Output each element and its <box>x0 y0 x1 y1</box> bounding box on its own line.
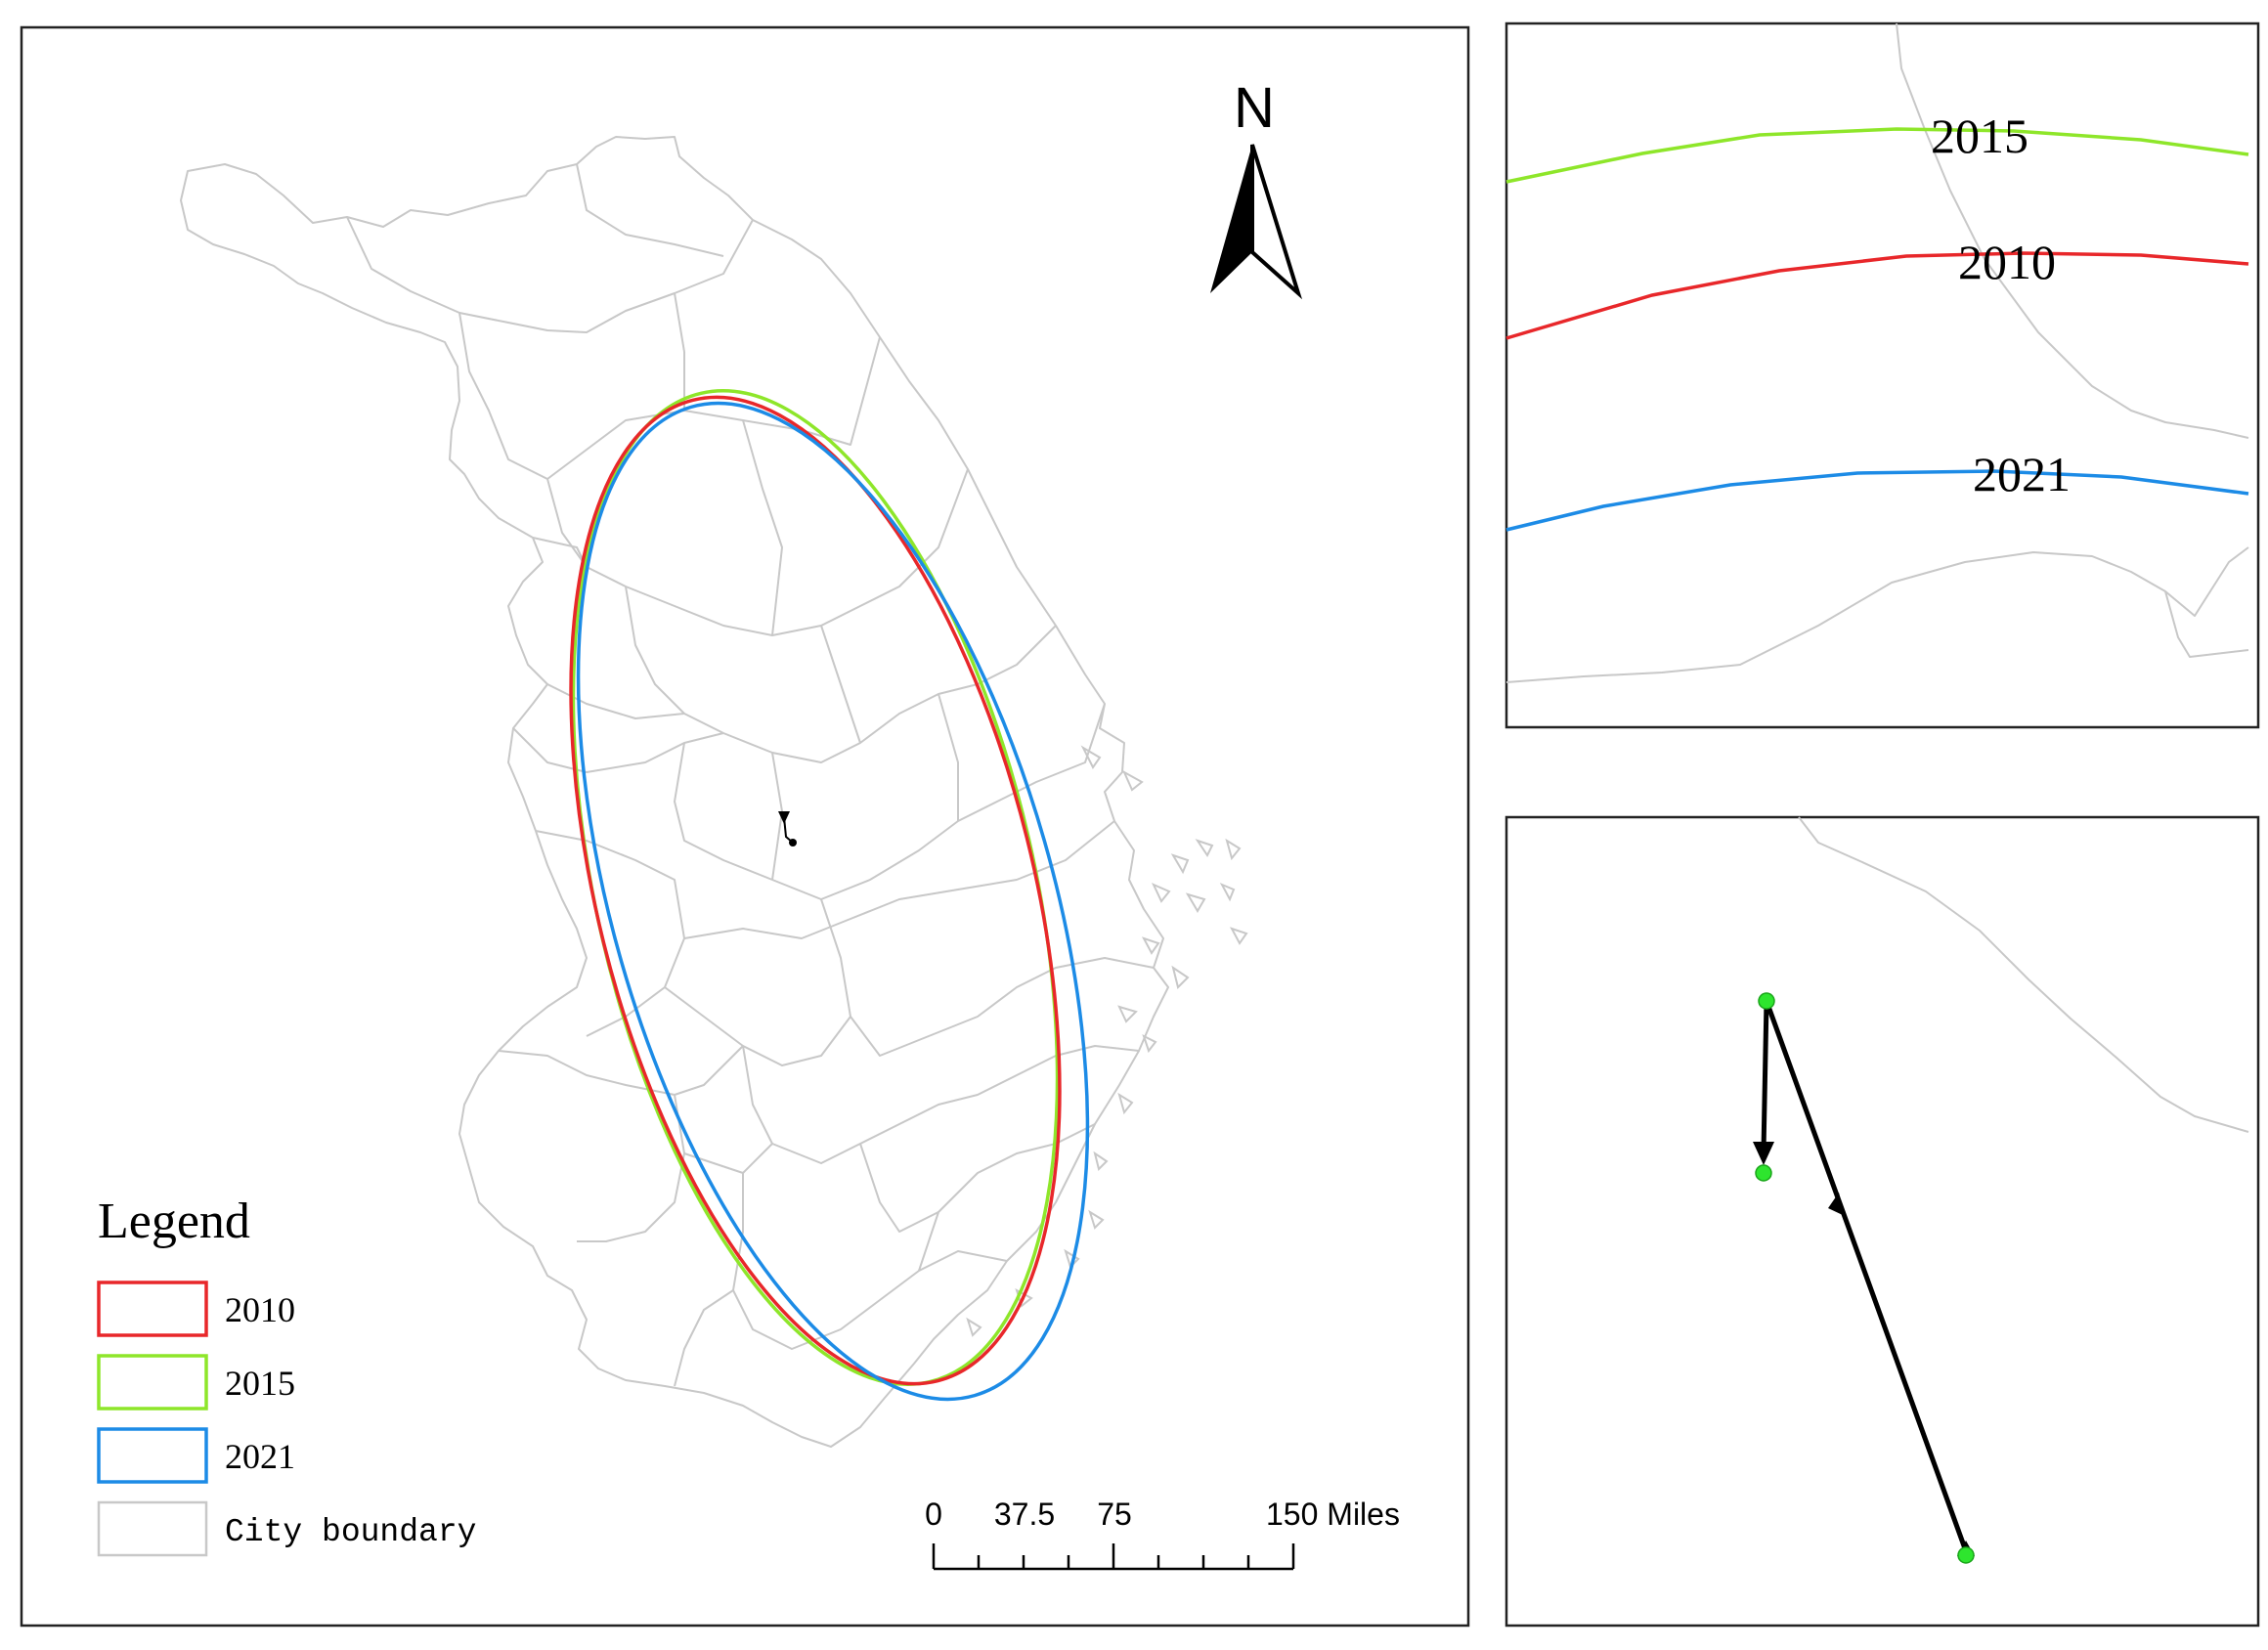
inset-bottom-frame <box>1505 815 2260 1628</box>
legend-label-2015: 2015 <box>225 1364 295 1403</box>
centroid-point-1 <box>1758 992 1775 1010</box>
boundary-north-1 <box>346 216 754 333</box>
trajectory-segment-1 <box>1764 1000 1969 1552</box>
ellipse-2010 <box>569 395 1062 1386</box>
inset-top-boundary-3 <box>2164 590 2249 658</box>
boundary-north-3 <box>458 312 881 480</box>
legend-swatch-city-boundary <box>97 1500 208 1557</box>
trajectory-lines <box>1761 1000 1969 1552</box>
inset-arc-2015 <box>1505 127 2249 184</box>
city-boundaries <box>180 136 1169 1448</box>
boundary-south-5 <box>742 1045 1140 1164</box>
north-arrow-label: N <box>1234 76 1275 140</box>
inset-top-boundary-2 <box>1505 546 2249 683</box>
legend: Legend 2010 2015 2021 City boundary <box>97 1194 476 1557</box>
boundary-north-2 <box>576 163 724 257</box>
inset-label-2010: 2010 <box>1958 235 2056 289</box>
boundary-mid-6 <box>546 683 685 719</box>
boundary-south-7 <box>577 1094 685 1242</box>
boundary-south-11 <box>859 1143 939 1233</box>
inset-arc-2010 <box>1505 251 2249 340</box>
scale-bar-ticks <box>932 1543 1295 1571</box>
boundary-mid-7 <box>512 727 724 773</box>
scale-label-75: 75 <box>1097 1497 1132 1532</box>
centroid-point-2 <box>1755 1164 1772 1182</box>
region-outline <box>180 136 1169 1448</box>
legend-title: Legend <box>98 1194 250 1249</box>
boundary-mid-2 <box>742 419 783 636</box>
north-arrow-light-half <box>1250 144 1303 300</box>
main-map-frame <box>20 25 1470 1628</box>
centroid-point-3 <box>1957 1546 1975 1564</box>
scale-label-150-miles: 150 Miles <box>1266 1497 1400 1532</box>
centroid-trajectory-small <box>778 811 797 847</box>
boundary-north-4 <box>674 292 685 411</box>
inset-label-2015: 2015 <box>1931 109 2028 163</box>
legend-swatch-2021 <box>97 1427 208 1484</box>
north-arrow: N <box>1210 76 1303 300</box>
legend-swatch-2010 <box>97 1281 208 1337</box>
legend-label-2021: 2021 <box>225 1437 295 1476</box>
scale-bar: 0 37.5 75 150 Miles <box>925 1497 1400 1571</box>
inset-label-2021: 2021 <box>1973 447 2071 501</box>
trajectory-arrow-end <box>1753 1142 1774 1165</box>
north-arrow-dark-half <box>1210 145 1252 293</box>
boundary-south-3 <box>820 898 1155 1057</box>
boundary-south-6 <box>498 1045 744 1096</box>
ellipse-2021 <box>576 401 1090 1402</box>
boundary-south-10 <box>918 1123 1096 1272</box>
inset-ellipse-detail: 2015 2010 2021 <box>1505 22 2260 729</box>
legend-label-city-boundary: City boundary <box>225 1514 476 1550</box>
inset-arc-2021 <box>1505 469 2249 532</box>
ellipses <box>569 389 1090 1402</box>
inset-bottom-boundary <box>1798 816 2249 1133</box>
boundary-mid-8 <box>674 703 1106 900</box>
coastal-islands <box>966 745 1248 1337</box>
main-map-panel: N Legend 2010 2015 2021 City boundary 0 … <box>20 25 1470 1628</box>
inset-top-boundary-1 <box>1896 22 2249 439</box>
boundary-south-4 <box>664 986 851 1066</box>
scale-label-0: 0 <box>925 1497 942 1532</box>
legend-label-2010: 2010 <box>225 1290 295 1329</box>
boundary-south-2 <box>683 820 1115 939</box>
trajectory-arrow-mid <box>1828 1193 1845 1216</box>
legend-swatch-2015 <box>97 1354 208 1411</box>
boundary-mid-10 <box>938 693 959 821</box>
boundary-south-12 <box>674 1289 734 1387</box>
scale-label-37-5: 37.5 <box>994 1497 1055 1532</box>
inset-centroid-trajectory <box>1505 815 2260 1628</box>
trajectory-segment-2 <box>1761 1000 1769 1152</box>
boundary-mid-5 <box>820 625 861 744</box>
